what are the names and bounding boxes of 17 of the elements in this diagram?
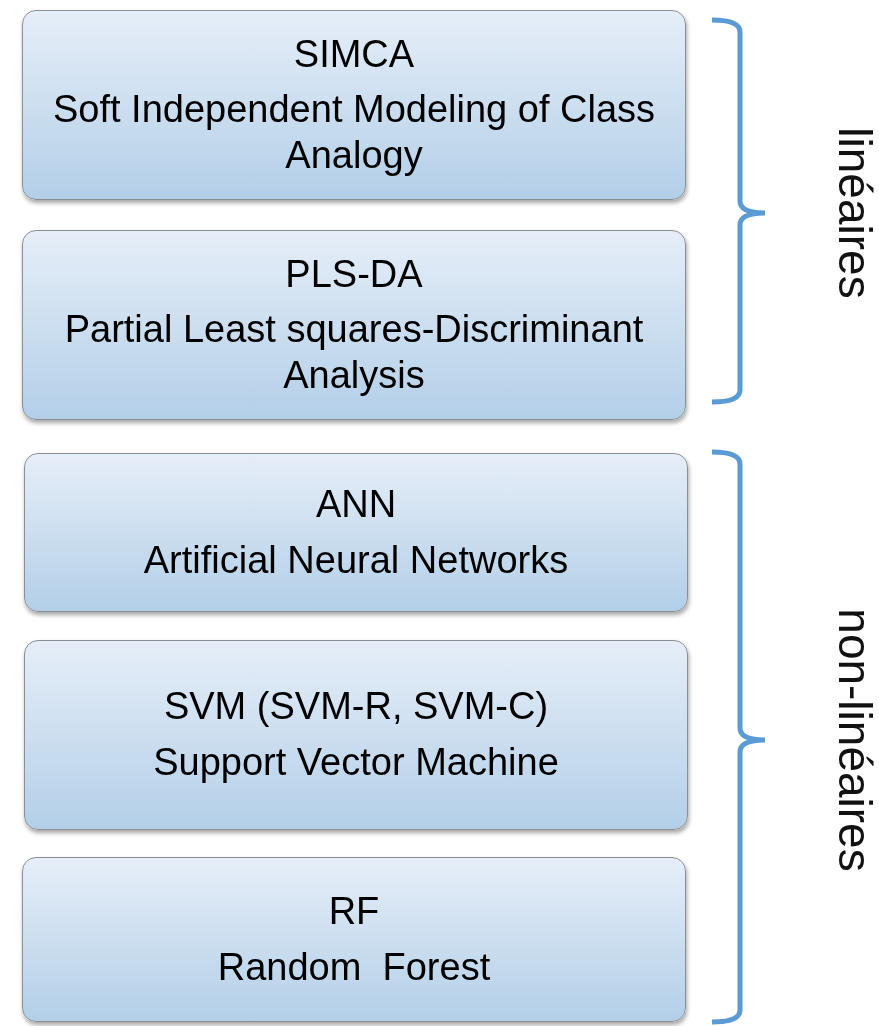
- method-acronym: PLS-DA: [285, 251, 423, 297]
- method-box: [22, 857, 686, 1022]
- method-box: [24, 453, 688, 612]
- method-box: [22, 230, 686, 420]
- method-acronym: SVM (SVM-R, SVM-C): [163, 684, 549, 730]
- method-acronym: SIMCA: [293, 31, 415, 77]
- method-name: Partial Least squares-Discriminant Analysis: [63, 307, 645, 398]
- method-box: [24, 640, 688, 830]
- method-name: Support Vector Machine: [153, 740, 559, 785]
- method-name: Soft Independent Modeling of Class Analogy: [51, 87, 657, 178]
- method-name: Random Forest: [217, 944, 491, 990]
- method-name: Artificial Neural Networks: [143, 537, 569, 583]
- method-acronym: RF: [328, 888, 380, 934]
- method-box: [22, 10, 686, 200]
- method-acronym: ANN: [315, 481, 397, 527]
- group-label: linéaires: [828, 127, 879, 299]
- group-label: non-linéaires: [828, 608, 879, 872]
